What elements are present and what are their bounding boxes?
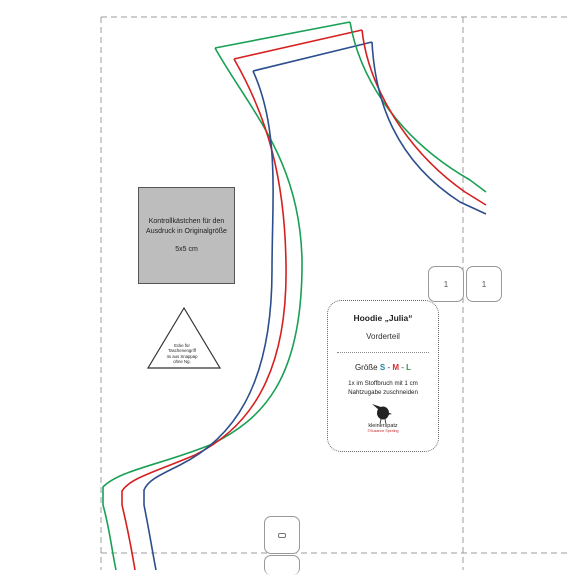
triangle-line3: 4x aus Snappap [166, 353, 198, 359]
brand-name: kleinerspatz [368, 423, 398, 429]
marker-icon [278, 532, 286, 538]
pattern-label-card: Hoodie „Julia“ Vorderteil Größe S - M - … [327, 300, 439, 452]
armhole-blue [371, 41, 487, 215]
control-square-size: 5x5 cm [175, 246, 198, 253]
control-square-line2: Ausdruck in Originalgröße [146, 228, 227, 235]
brand-logo: kleinerspatz ©Susanne Sperling [352, 422, 414, 433]
instruction-line2: Nahtzugabe zuschneiden [348, 389, 418, 396]
triangle-line4: ohne Ng. [173, 359, 191, 365]
pattern-title: Hoodie „Julia“ [353, 313, 413, 323]
size-l: L [406, 363, 412, 372]
size-m: M [392, 363, 400, 372]
bottom-tab [264, 516, 300, 554]
brand-sub: ©Susanne Sperling [367, 429, 399, 433]
page-tab-number: 1 [481, 279, 487, 289]
pattern-part: Vorderteil [366, 332, 400, 341]
size-sep-2: - [401, 363, 404, 372]
triangle-label: Ecke für Taschenengriff 4x aus Snappap o… [152, 343, 212, 365]
size-prefix: Größe [354, 363, 378, 372]
armhole-red [361, 29, 487, 206]
page-tab-left: 1 [428, 266, 464, 302]
front-curve-green [102, 21, 351, 570]
size-s: S [379, 363, 386, 372]
front-curve-blue [143, 41, 373, 570]
size-sep-1: - [387, 363, 391, 372]
bottom-tab-lower [264, 555, 300, 575]
front-curve-red [121, 29, 363, 570]
page-tab-number: 1 [443, 279, 449, 289]
label-divider [337, 352, 429, 353]
page-tab-right: 1 [466, 266, 502, 302]
triangle-line1: Ecke für [174, 343, 190, 348]
control-square: Kontrollkästchen für den Ausdruck in Ori… [138, 187, 235, 284]
cut-instruction: 1x im Stoffbruch mit 1 cm Nahtzugabe zus… [328, 379, 438, 397]
triangle-line2: Taschenengriff [168, 348, 196, 354]
bird-logo [372, 404, 392, 425]
page-border [100, 16, 570, 570]
control-square-line1: Kontrollkästchen für den [148, 218, 225, 225]
instruction-line1: 1x im Stoffbruch mit 1 cm [348, 380, 418, 387]
size-line: Größe S - M - L [328, 363, 438, 372]
triangle-marker [146, 306, 222, 369]
